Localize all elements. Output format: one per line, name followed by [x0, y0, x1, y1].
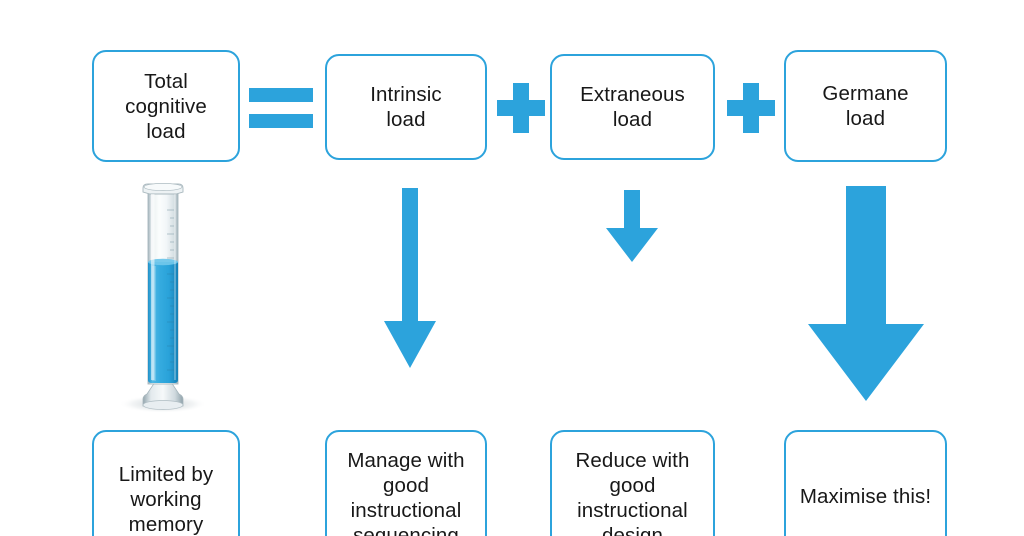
plus-sign-1-horizontal-bar: [497, 100, 545, 116]
node-limited-by-working-memory: Limited by working memory: [92, 430, 240, 536]
equals-sign: [249, 88, 313, 128]
equals-sign-bar-bottom: [249, 114, 313, 128]
node-manage-label: Manage with good instructional sequencin…: [347, 449, 465, 536]
node-reduce-with-good-instructional-design: Reduce with good instructional design: [550, 430, 715, 536]
arrow-down-germane: [808, 186, 924, 401]
plus-sign-1: [497, 83, 545, 133]
arrow-down-intrinsic: [384, 188, 436, 368]
arrow-down-extraneous: [606, 190, 658, 262]
node-total-cognitive-load: Total cognitive load: [92, 50, 240, 162]
node-maximise-label: Maximise this!: [799, 485, 932, 508]
node-intrinsic-load: Intrinsic load: [325, 54, 487, 160]
node-manage-with-good-instructional-sequencing: Manage with good instructional sequencin…: [325, 430, 487, 536]
node-germane-load-label: Germane load: [822, 82, 909, 130]
node-extraneous-load: Extraneous load: [550, 54, 715, 160]
plus-sign-2: [727, 83, 775, 133]
node-extraneous-load-label: Extraneous load: [580, 83, 685, 131]
node-maximise-this: Maximise this!: [784, 430, 947, 536]
node-reduce-label: Reduce with good instructional design: [575, 449, 690, 536]
node-total-cognitive-load-label: Total cognitive load: [125, 69, 207, 143]
measuring-cylinder-icon: [110, 180, 216, 415]
equals-sign-bar-top: [249, 88, 313, 102]
plus-sign-2-horizontal-bar: [727, 100, 775, 116]
node-germane-load: Germane load: [784, 50, 947, 162]
node-intrinsic-load-label: Intrinsic load: [370, 83, 442, 131]
node-limited-by-working-memory-label: Limited by working memory: [118, 463, 214, 536]
